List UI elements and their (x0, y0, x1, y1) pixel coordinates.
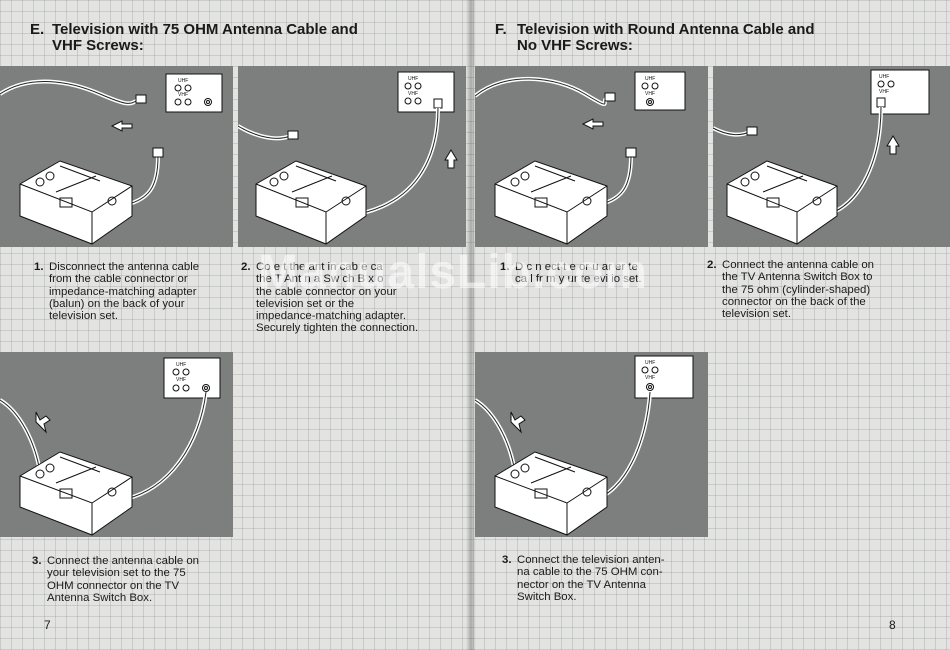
step-text-line: Antenna Switch Box. (47, 591, 153, 604)
switch-box-illustration: UHF VHF (0, 73, 223, 245)
step-text-line: impedance-matching adapter. (256, 310, 407, 323)
step-text-line: the cable connector on your (256, 285, 397, 298)
svg-text:UHF: UHF (645, 360, 655, 366)
illustration-e-step-1: UHF VHF (0, 66, 233, 247)
step-text-line: OHM connector on the TV (47, 579, 180, 592)
step-text-line: the TV Antenna Switch Box to (722, 271, 873, 284)
step-text-line: your television set to the 75 (47, 567, 186, 580)
heading-section-e: E. Television with 75 OHM Antenna Cable … (30, 22, 358, 54)
step-text-line: nector on the TV Antenna (517, 578, 646, 591)
step-e-3: 3. Connect the antenna cable on your tel… (32, 555, 232, 604)
step-text-line: Securely tighten the connection. (256, 322, 419, 335)
svg-text:UHF: UHF (645, 76, 655, 82)
step-f-3: 3. Connect the television anten- na cabl… (502, 554, 702, 603)
page-number-left: 7 (44, 618, 51, 632)
step-text-line: connector on the back of the (722, 295, 866, 308)
step-text-line: the T Ant n a Sw ch B x o (256, 273, 384, 286)
switch-box-illustration: UHF VHF (475, 355, 694, 536)
switch-box-illustration: UHF VHF (0, 357, 221, 536)
step-text-line: impedance-matching adapter (49, 285, 197, 298)
page-number-right: 8 (889, 618, 896, 632)
step-e-2: 2. Co e t the ant in cab e ca the T Ant … (241, 261, 463, 335)
page-spine (466, 0, 476, 650)
watermark: ManualsLib.com (258, 246, 649, 299)
illustration-f-step-2: UHF VHF (713, 66, 950, 247)
step-text-line: Switch Box. (517, 590, 577, 603)
step-number: 2. (241, 261, 251, 273)
step-text-line: ca l fr m y ur te evi io set. (515, 273, 642, 286)
step-text-line: Co e t the ant in cab e ca (256, 261, 383, 273)
step-number: 3. (32, 555, 42, 567)
illustration-e-step-3: UHF VHF (0, 352, 233, 537)
step-e-1: 1. Disconnect the antenna cable from the… (34, 261, 234, 322)
heading-line: Television with Round Antenna Cable and (517, 21, 815, 38)
step-text-line: television set. (722, 308, 792, 321)
step-text-line: the 75 ohm (cylinder-shaped) (722, 283, 871, 296)
step-f-1: 1. D c n ect t e or u ar er te ca l fr m… (500, 261, 700, 286)
heading-letter: E. (30, 21, 45, 38)
svg-text:UHF: UHF (879, 74, 889, 80)
svg-text:VHF: VHF (176, 377, 186, 383)
svg-text:VHF: VHF (879, 89, 889, 95)
illustration-f-step-1: UHF VHF (475, 66, 708, 247)
svg-text:VHF: VHF (645, 91, 655, 97)
svg-text:UHF: UHF (176, 362, 186, 368)
heading-line: Television with 75 OHM Antenna Cable and (52, 21, 358, 38)
svg-text:VHF: VHF (178, 92, 188, 98)
switch-box-illustration: UHF VHF (238, 71, 458, 245)
heading-letter: F. (495, 21, 507, 38)
illustration-e-step-2: UHF VHF (238, 66, 466, 247)
switch-box-illustration: UHF VHF (713, 69, 930, 245)
step-number: 1. (34, 261, 44, 273)
step-text-line: na cable to the 75 OHM con- (517, 566, 663, 579)
heading-section-f: F. Television with Round Antenna Cable a… (495, 22, 815, 54)
svg-text:UHF: UHF (408, 76, 418, 82)
step-number: 3. (502, 554, 512, 566)
step-text-line: Disconnect the antenna cable (49, 261, 200, 273)
svg-text:VHF: VHF (408, 91, 418, 97)
step-text-line: Connect the antenna cable on (722, 259, 874, 271)
step-text-line: Connect the antenna cable on (47, 555, 199, 567)
step-number: 1. (500, 261, 510, 273)
step-f-2: 2. Connect the antenna cable on the TV A… (707, 259, 907, 320)
illustration-f-step-3: UHF VHF (475, 352, 708, 537)
step-text-line: television set. (49, 310, 119, 323)
heading-line: VHF Screws: (52, 37, 144, 54)
step-number: 2. (707, 259, 717, 271)
step-text-line: television set or the (256, 297, 355, 310)
step-text-line: Connect the television anten- (517, 554, 665, 566)
switch-box-illustration: UHF VHF (475, 71, 686, 245)
svg-text:UHF: UHF (178, 78, 188, 84)
svg-text:VHF: VHF (645, 375, 655, 381)
step-text-line: D c n ect t e or u ar er te (515, 261, 638, 273)
step-text-line: from the cable connector or (49, 273, 188, 286)
heading-line: No VHF Screws: (517, 37, 633, 54)
step-text-line: (balun) on the back of your (49, 297, 185, 310)
